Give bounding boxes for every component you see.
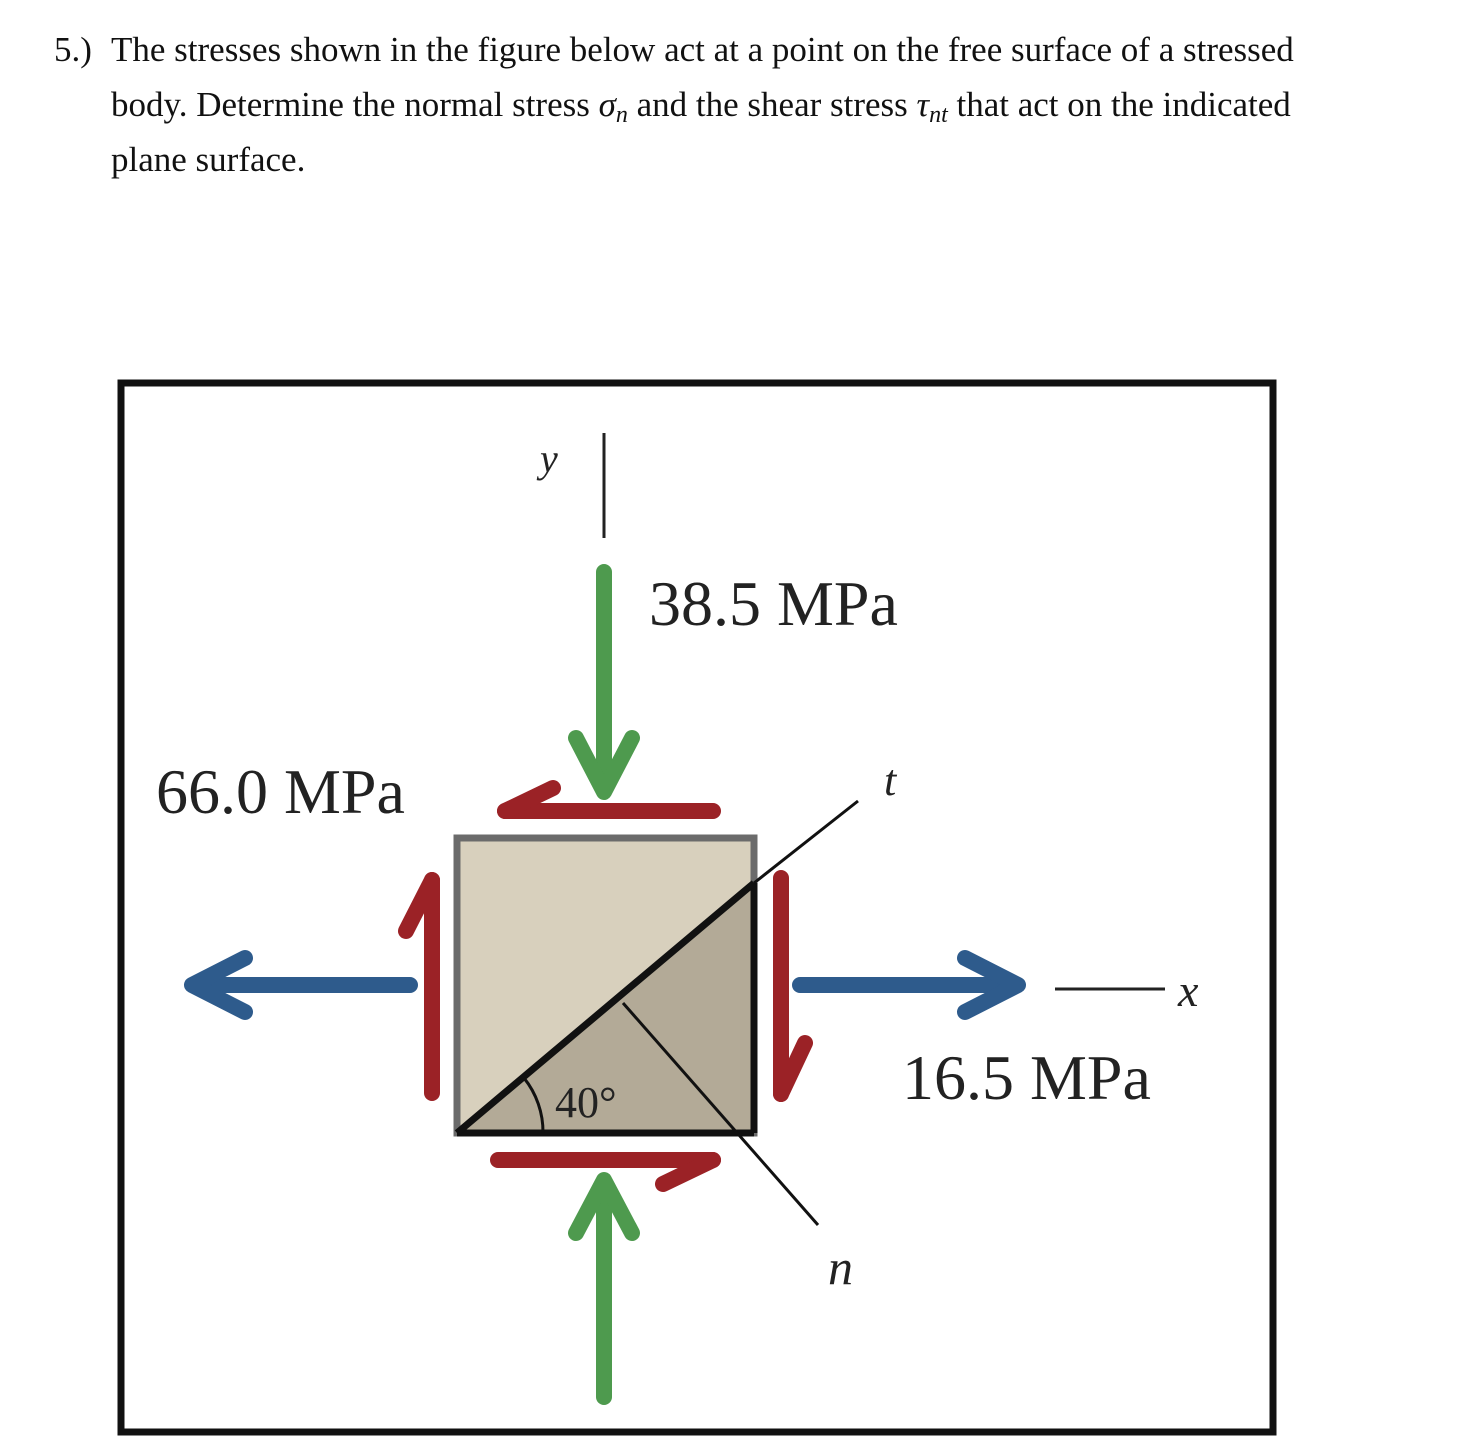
bottom-shear-arrow xyxy=(490,1152,721,1192)
right-normal-arrow xyxy=(792,950,1026,1020)
tau-subscript: nt xyxy=(929,102,948,128)
stress-label-right: 16.5 MPa xyxy=(902,1042,1151,1113)
n-axis-line xyxy=(621,1002,820,1226)
problem-line-2: body. Determine the normal stress σn and… xyxy=(111,77,1291,143)
problem-line-3: plane surface. xyxy=(111,140,306,179)
tau-symbol: τ xyxy=(916,85,930,124)
right-shear-arrow xyxy=(773,870,813,1102)
sigma-subscript: n xyxy=(615,102,628,128)
x-axis-label: x xyxy=(1177,965,1199,1016)
angle-label: 40° xyxy=(555,1078,617,1127)
top-shear-arrow xyxy=(497,780,721,819)
top-normal-arrow xyxy=(568,564,640,800)
stress-label-left: 66.0 MPa xyxy=(156,756,405,827)
n-axis-label: n xyxy=(828,1239,853,1295)
sigma-symbol: σ xyxy=(598,85,616,124)
t-axis-line xyxy=(753,799,859,885)
figure-frame xyxy=(117,379,1277,1436)
problem-line-1: The stresses shown in the figure below a… xyxy=(111,30,1294,69)
problem-line-2-c: that act on the indicated xyxy=(947,85,1291,124)
angle-arc xyxy=(522,1077,545,1134)
element-upper-region xyxy=(457,838,754,1133)
left-normal-arrow xyxy=(184,950,418,1020)
stress-label-top: 38.5 MPa xyxy=(649,568,898,639)
bottom-normal-arrow xyxy=(568,1172,640,1405)
left-shear-arrow xyxy=(398,872,440,1101)
problem-number: 5.) xyxy=(54,30,92,69)
y-axis-label: y xyxy=(536,436,558,481)
problem-line-2-a: body. Determine the normal stress xyxy=(111,85,599,124)
t-axis-label: t xyxy=(884,756,898,805)
inclined-plane xyxy=(454,880,757,1136)
problem-line-2-b: and the shear stress xyxy=(627,85,917,124)
